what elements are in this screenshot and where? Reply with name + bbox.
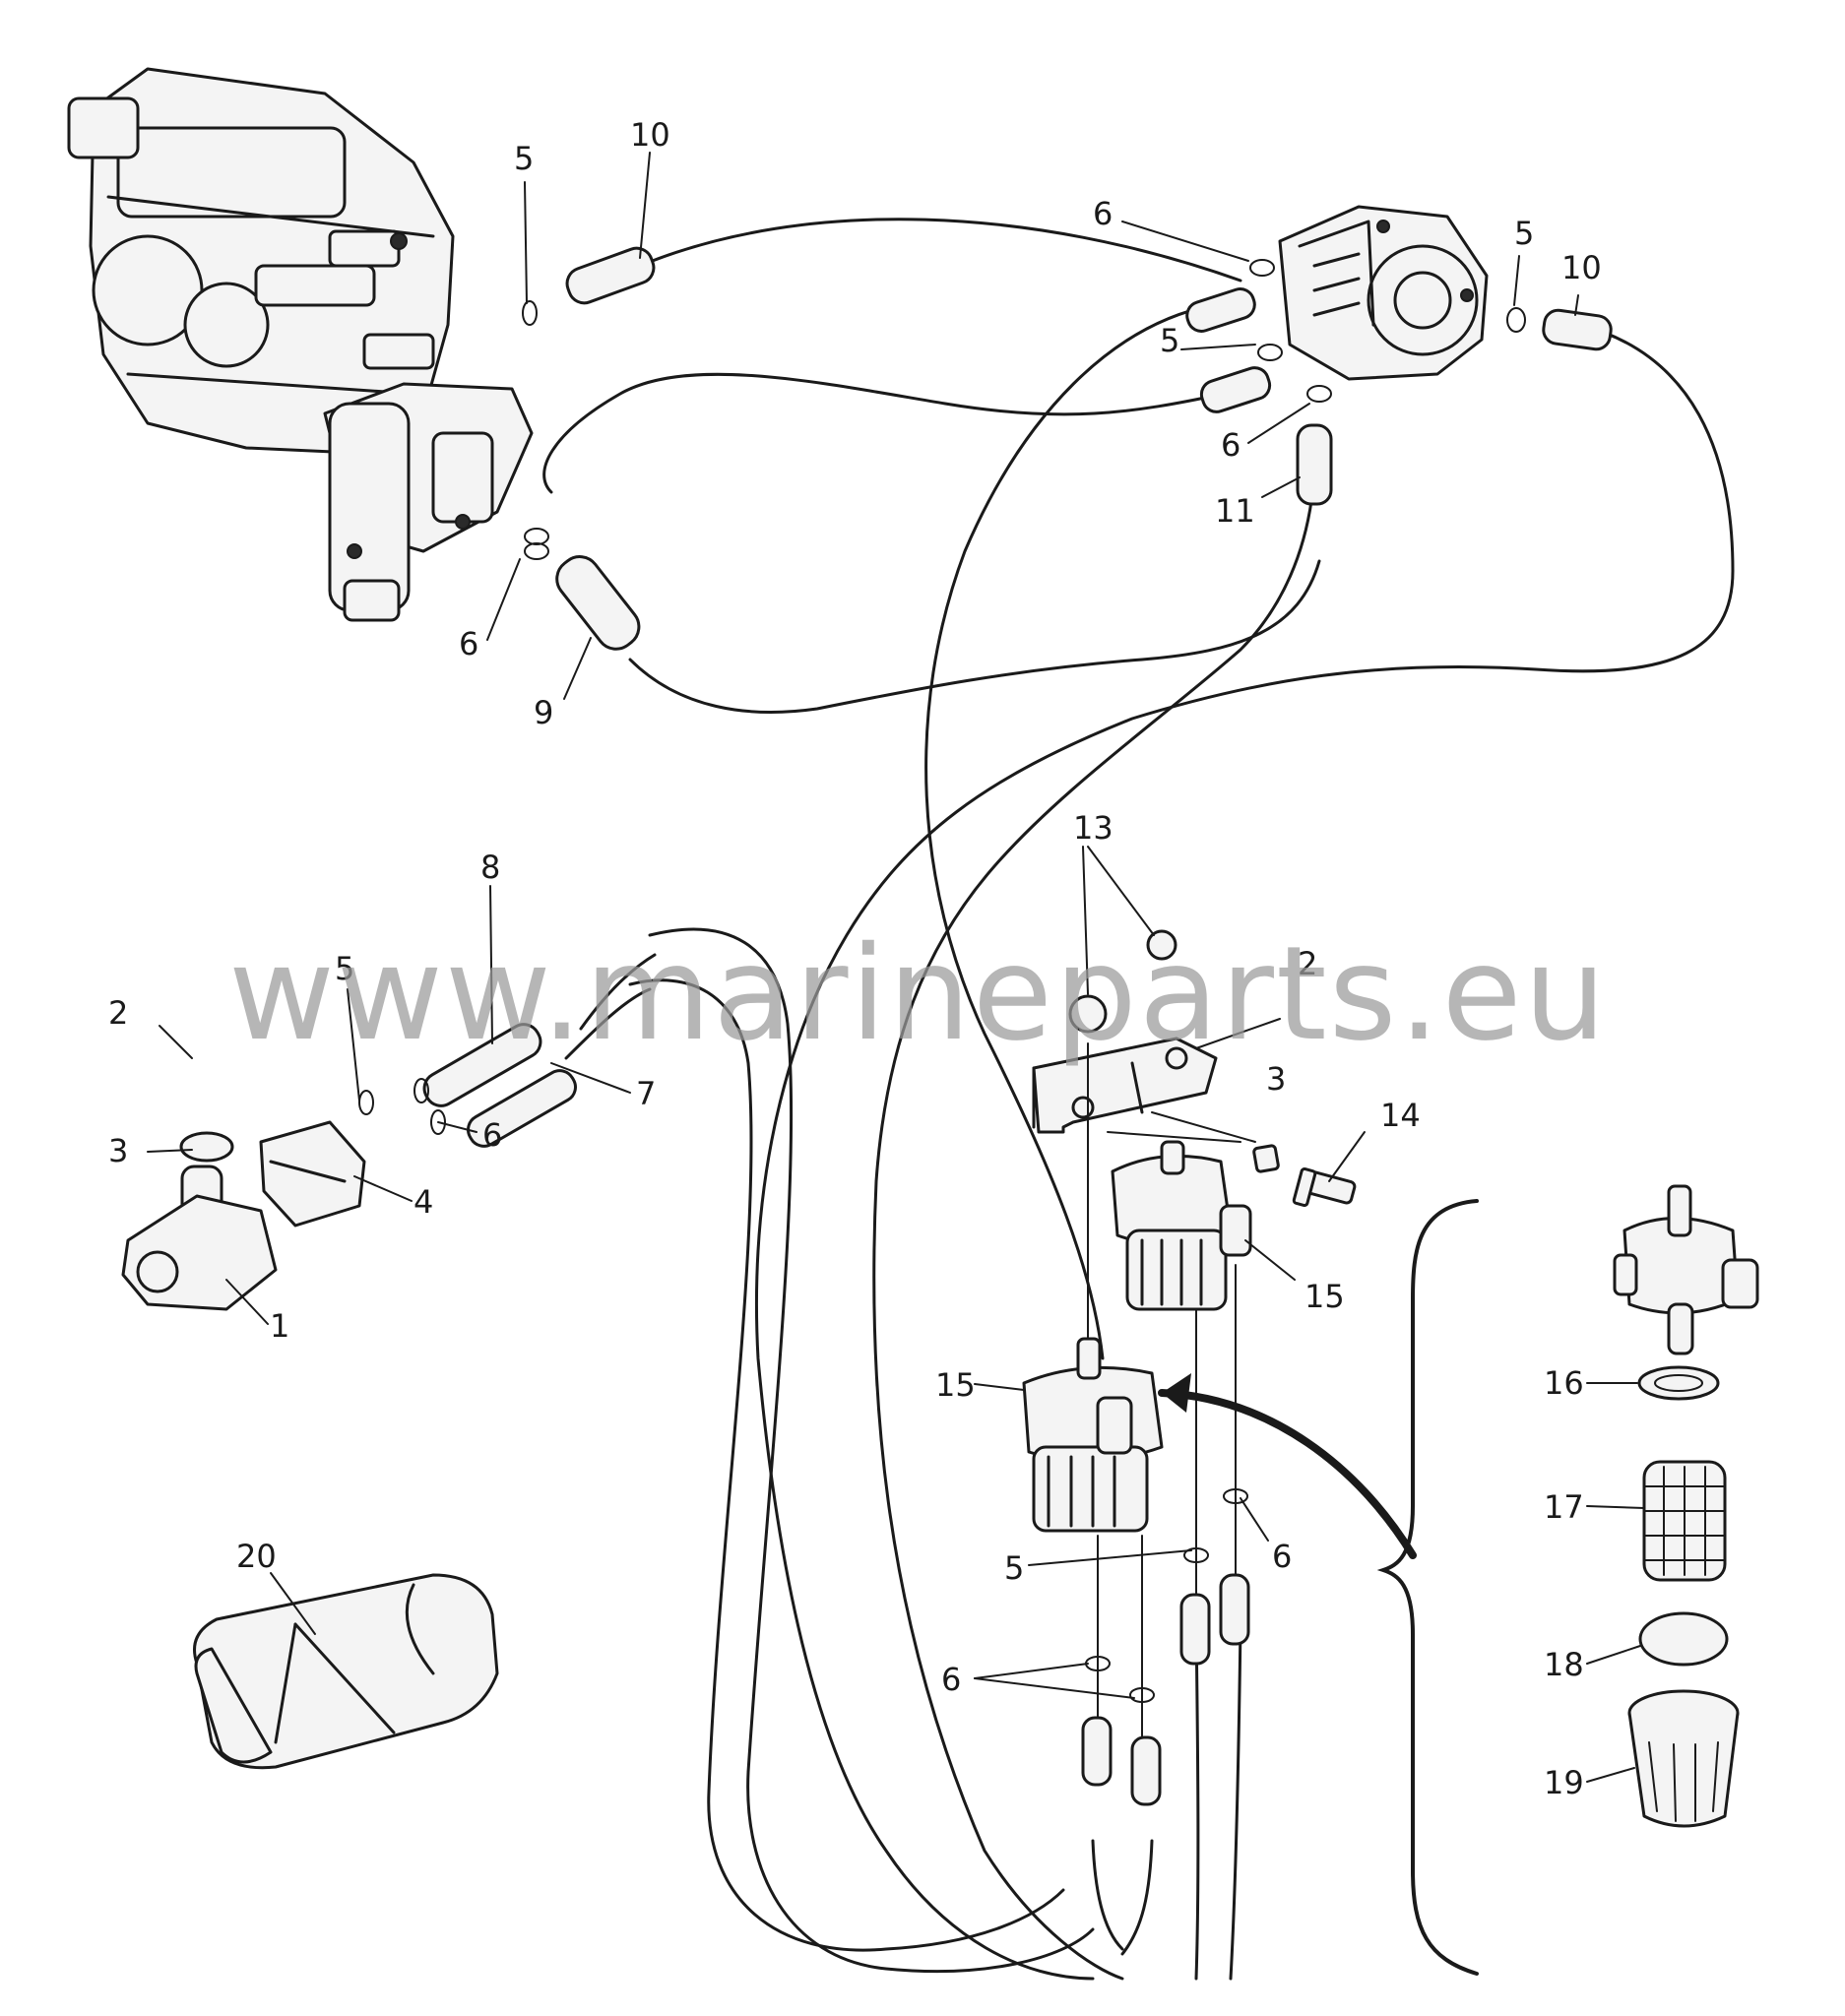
fuel-tank-cover: [193, 1573, 499, 1770]
callout-3: 3: [1266, 1060, 1286, 1098]
callout-15: 15: [935, 1366, 976, 1404]
callout-5: 5: [1004, 1549, 1024, 1587]
filter-o-ring-detail: [1638, 1611, 1729, 1667]
callout-6: 6: [1221, 426, 1241, 464]
callout-4: 4: [414, 1183, 433, 1221]
fuel-pump-assembly: [1278, 205, 1489, 381]
callout-13: 13: [1073, 809, 1113, 847]
leader-lines: [147, 152, 1645, 1783]
filter-gasket-detail: [1637, 1365, 1720, 1401]
carburetor-assembly: [67, 67, 534, 622]
callout-6: 6: [941, 1661, 961, 1698]
fuel-hoses: [542, 218, 1735, 1981]
callout-7: 7: [636, 1075, 656, 1112]
callout-6: 6: [1093, 195, 1113, 232]
filter-bracket-assembly: [1032, 929, 1357, 1359]
water-separator-filter-upper: [1111, 1140, 1252, 1311]
callout-labels: 1 2 2 3 3 4 5 5 5 5 5 6 6 6 6 6 6 7 8 9 …: [108, 116, 1602, 1801]
callout-5: 5: [335, 950, 354, 987]
detail-brace: [1376, 1199, 1479, 1976]
callout-6: 6: [482, 1116, 502, 1154]
filter-bowl-detail: [1627, 1689, 1740, 1828]
callout-15: 15: [1304, 1278, 1345, 1315]
fuel-connector-assembly: [121, 953, 657, 1311]
callout-2: 2: [1298, 945, 1317, 982]
callout-19: 19: [1544, 1764, 1584, 1801]
callout-14: 14: [1380, 1097, 1421, 1134]
callout-10: 10: [630, 116, 670, 154]
callout-6: 6: [1272, 1538, 1292, 1575]
callout-20: 20: [236, 1538, 277, 1575]
water-separator-filter-lower: [1022, 1337, 1164, 1533]
filter-head-detail: [1613, 1184, 1759, 1355]
watermark-text: www.marineparts.eu: [228, 918, 1608, 1070]
callout-5: 5: [1160, 322, 1179, 359]
callout-11: 11: [1215, 492, 1255, 530]
callout-9: 9: [534, 694, 553, 731]
filter-element-detail: [1642, 1460, 1727, 1582]
callout-5: 5: [514, 140, 534, 177]
callout-8: 8: [480, 849, 500, 886]
callout-2: 2: [108, 994, 128, 1032]
callout-1: 1: [270, 1307, 289, 1345]
hose-segments-bottom: [1081, 1264, 1250, 1806]
callout-5: 5: [1514, 215, 1534, 252]
callout-17: 17: [1544, 1488, 1584, 1526]
callout-6: 6: [459, 625, 478, 662]
callout-10: 10: [1561, 249, 1602, 286]
detail-arrow: [1158, 1373, 1417, 1559]
callout-3: 3: [108, 1132, 128, 1169]
hose-clamps-top: [522, 259, 1526, 560]
callout-18: 18: [1544, 1646, 1584, 1683]
hose-segments-top: [555, 246, 1613, 651]
callout-16: 16: [1544, 1364, 1584, 1402]
